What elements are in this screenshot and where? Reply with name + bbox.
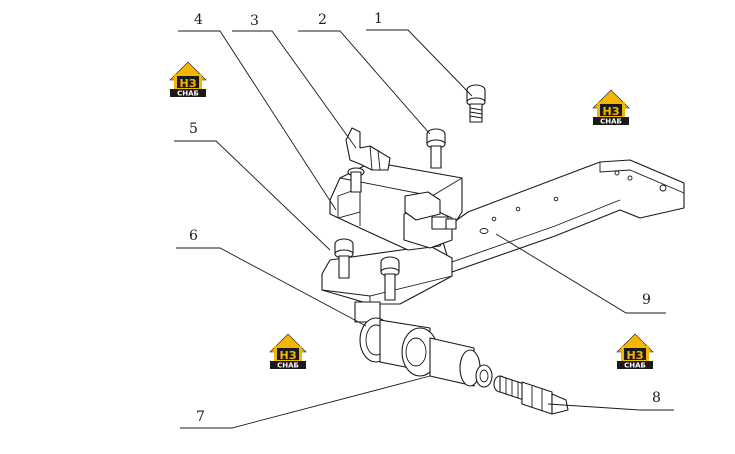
logo-mark: НЗ bbox=[626, 349, 643, 362]
callout-3: 3 bbox=[250, 13, 259, 29]
callout-8: 8 bbox=[652, 390, 661, 406]
bolt-2 bbox=[426, 128, 446, 169]
threaded-fitting bbox=[493, 375, 569, 415]
callout-6: 6 bbox=[189, 228, 198, 244]
callout-7: 7 bbox=[196, 409, 205, 425]
callout-1: 1 bbox=[374, 11, 383, 27]
logo-caption: СНАБ bbox=[277, 362, 299, 370]
leader-lines bbox=[174, 29, 674, 429]
callout-9: 9 bbox=[642, 292, 651, 308]
logo-mark: НЗ bbox=[602, 105, 619, 118]
watermark-logo-4: НЗ СНАБ bbox=[616, 333, 654, 370]
bolt-5 bbox=[334, 238, 354, 279]
sensor-housing bbox=[329, 161, 463, 251]
callout-2: 2 bbox=[318, 12, 327, 28]
watermark-logo-1: НЗ СНАБ bbox=[169, 61, 207, 98]
bolt-lower bbox=[380, 256, 400, 301]
logo-mark: НЗ bbox=[279, 349, 296, 362]
connector-fitting bbox=[345, 127, 391, 193]
logo-caption: СНАБ bbox=[624, 362, 646, 370]
callout-4: 4 bbox=[194, 12, 203, 28]
cylinder-assembly bbox=[359, 317, 493, 388]
bolt-1 bbox=[466, 84, 486, 123]
logo-caption: СНАБ bbox=[600, 118, 622, 126]
logo-mark: НЗ bbox=[179, 77, 196, 90]
watermark-logo-2: НЗ СНАБ bbox=[592, 89, 630, 126]
logo-caption: СНАБ bbox=[177, 90, 199, 98]
bracket-plate bbox=[439, 159, 685, 273]
watermark-logo-3: НЗ СНАБ bbox=[269, 333, 307, 370]
callout-5: 5 bbox=[189, 121, 198, 137]
callout-labels: 1 2 3 4 5 6 7 8 9 bbox=[189, 11, 661, 425]
